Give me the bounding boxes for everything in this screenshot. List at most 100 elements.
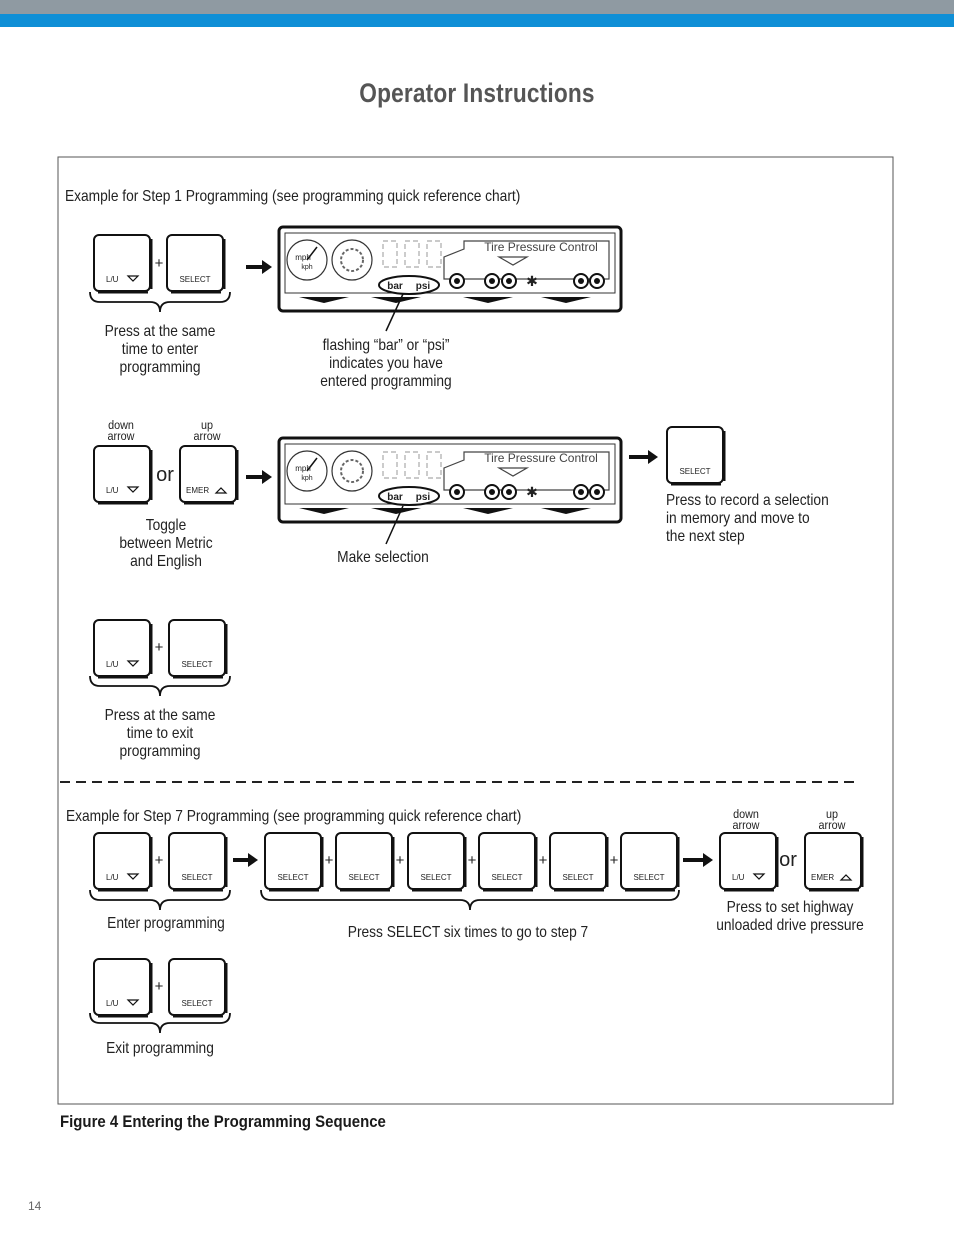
display-indicator-arrow <box>541 508 591 514</box>
plus-sign: + <box>468 852 477 869</box>
enter-note-line: Press at the same <box>105 322 216 340</box>
display-indicator-arrow <box>463 297 513 303</box>
truck-outline-icon <box>443 451 610 491</box>
lu-down-key: L/U <box>93 234 153 294</box>
flashing-note-line: flashing “bar” or “psi” <box>323 336 450 354</box>
select-key-label: SELECT <box>277 873 308 882</box>
grouping-brace <box>89 1012 231 1034</box>
enter-note-line: programming <box>120 358 201 376</box>
lu-down-key: L/U <box>93 619 153 679</box>
flashing-note-line: entered programming <box>320 372 451 390</box>
down-triangle-icon <box>126 999 140 1006</box>
wheel-snow-icon: ✱ <box>526 273 538 289</box>
select-key-label: SELECT <box>633 873 664 882</box>
select-key: SELECT <box>478 832 538 892</box>
toggle-note-line: and English <box>130 552 202 570</box>
plus-sign: + <box>155 852 164 869</box>
highway-note-line: unloaded drive pressure <box>716 916 863 934</box>
lu-down-key: L/U <box>93 445 153 505</box>
select-key: SELECT <box>168 619 228 679</box>
highway-note-line: Press to set highway <box>727 898 854 916</box>
step7-heading: Example for Step 7 Programming (see prog… <box>66 807 521 825</box>
speed-unit-mph: mph <box>295 253 311 262</box>
emer-key-label: EMER <box>811 873 834 882</box>
figure-frame <box>57 156 894 1105</box>
down-triangle-icon <box>752 873 766 880</box>
figure-caption: Figure 4 Entering the Programming Sequen… <box>60 1112 386 1131</box>
select-key-label: SELECT <box>179 275 210 284</box>
page-title: Operator Instructions <box>359 78 595 108</box>
down-arrow-label-line: down <box>733 809 759 822</box>
display-indicator-arrow <box>541 297 591 303</box>
header-band-grey <box>0 0 954 14</box>
lu-key-label: L/U <box>106 873 119 882</box>
up-arrow-label-line: up <box>201 420 213 433</box>
grouping-brace <box>89 889 231 911</box>
enter-note-line: time to enter <box>122 340 198 358</box>
flashing-note: flashing “bar” or “psi”indicates you hav… <box>320 336 451 390</box>
unit-indicator <box>378 275 440 295</box>
flashing-note-line: indicates you have <box>329 354 443 372</box>
select-key-label: SELECT <box>348 873 379 882</box>
emer-up-key: EMER <box>804 832 864 892</box>
display-indicator-arrow <box>299 508 349 514</box>
exit-note-line: Press at the same <box>105 706 216 724</box>
down-arrow-label-line: arrow <box>108 431 136 444</box>
down-triangle-icon <box>126 486 140 493</box>
select-key: SELECT <box>335 832 395 892</box>
lu-down-key: L/U <box>93 832 153 892</box>
down-arrow-label-line: arrow <box>733 820 761 833</box>
down-triangle-icon <box>126 660 140 667</box>
or-label: or <box>779 849 797 871</box>
select-key-label: SELECT <box>420 873 451 882</box>
lu-key-label: L/U <box>106 999 119 1008</box>
down-triangle-icon <box>126 873 140 880</box>
select-key: SELECT <box>549 832 609 892</box>
lu-key-label: L/U <box>732 873 745 882</box>
exit-note-line: time to exit <box>127 724 194 742</box>
select-key: SELECT <box>264 832 324 892</box>
six-times-label: Press SELECT six times to go to step 7 <box>348 923 588 941</box>
exit-note-line: programming <box>120 742 201 760</box>
speed-unit-kph: kph <box>301 264 312 271</box>
flow-arrow-head <box>248 853 258 867</box>
select-key: SELECT <box>166 234 226 294</box>
speed-unit-kph: kph <box>301 475 312 482</box>
enter-programming-label: Enter programming <box>107 914 225 932</box>
up-triangle-icon <box>214 487 228 494</box>
flow-arrow-head <box>703 853 713 867</box>
flow-arrow-head <box>262 260 272 274</box>
down-arrow-label-line: down <box>108 420 134 433</box>
plus-sign: + <box>155 255 164 272</box>
speed-gauge-icon <box>286 450 328 492</box>
step1-heading: Example for Step 1 Programming (see prog… <box>65 187 520 205</box>
display-indicator-arrow <box>371 508 421 514</box>
or-label: or <box>156 464 174 486</box>
select-key: SELECT <box>620 832 680 892</box>
plus-sign: + <box>155 639 164 656</box>
plus-sign: + <box>325 852 334 869</box>
speed-unit-mph: mph <box>295 464 311 473</box>
select-key: SELECT <box>168 832 228 892</box>
up-arrow-label-line: up <box>826 809 838 822</box>
make-selection-label: Make selection <box>337 548 429 566</box>
pressure-gauge-icon <box>331 450 373 492</box>
record-note-line: in memory and move to <box>666 509 810 527</box>
select-key-label: SELECT <box>181 660 212 669</box>
lu-key-label: L/U <box>106 486 119 495</box>
plus-sign: + <box>539 852 548 869</box>
record-note-line: the next step <box>666 527 745 545</box>
wheel-snow-icon: ✱ <box>526 484 538 500</box>
grouping-brace <box>260 889 680 911</box>
